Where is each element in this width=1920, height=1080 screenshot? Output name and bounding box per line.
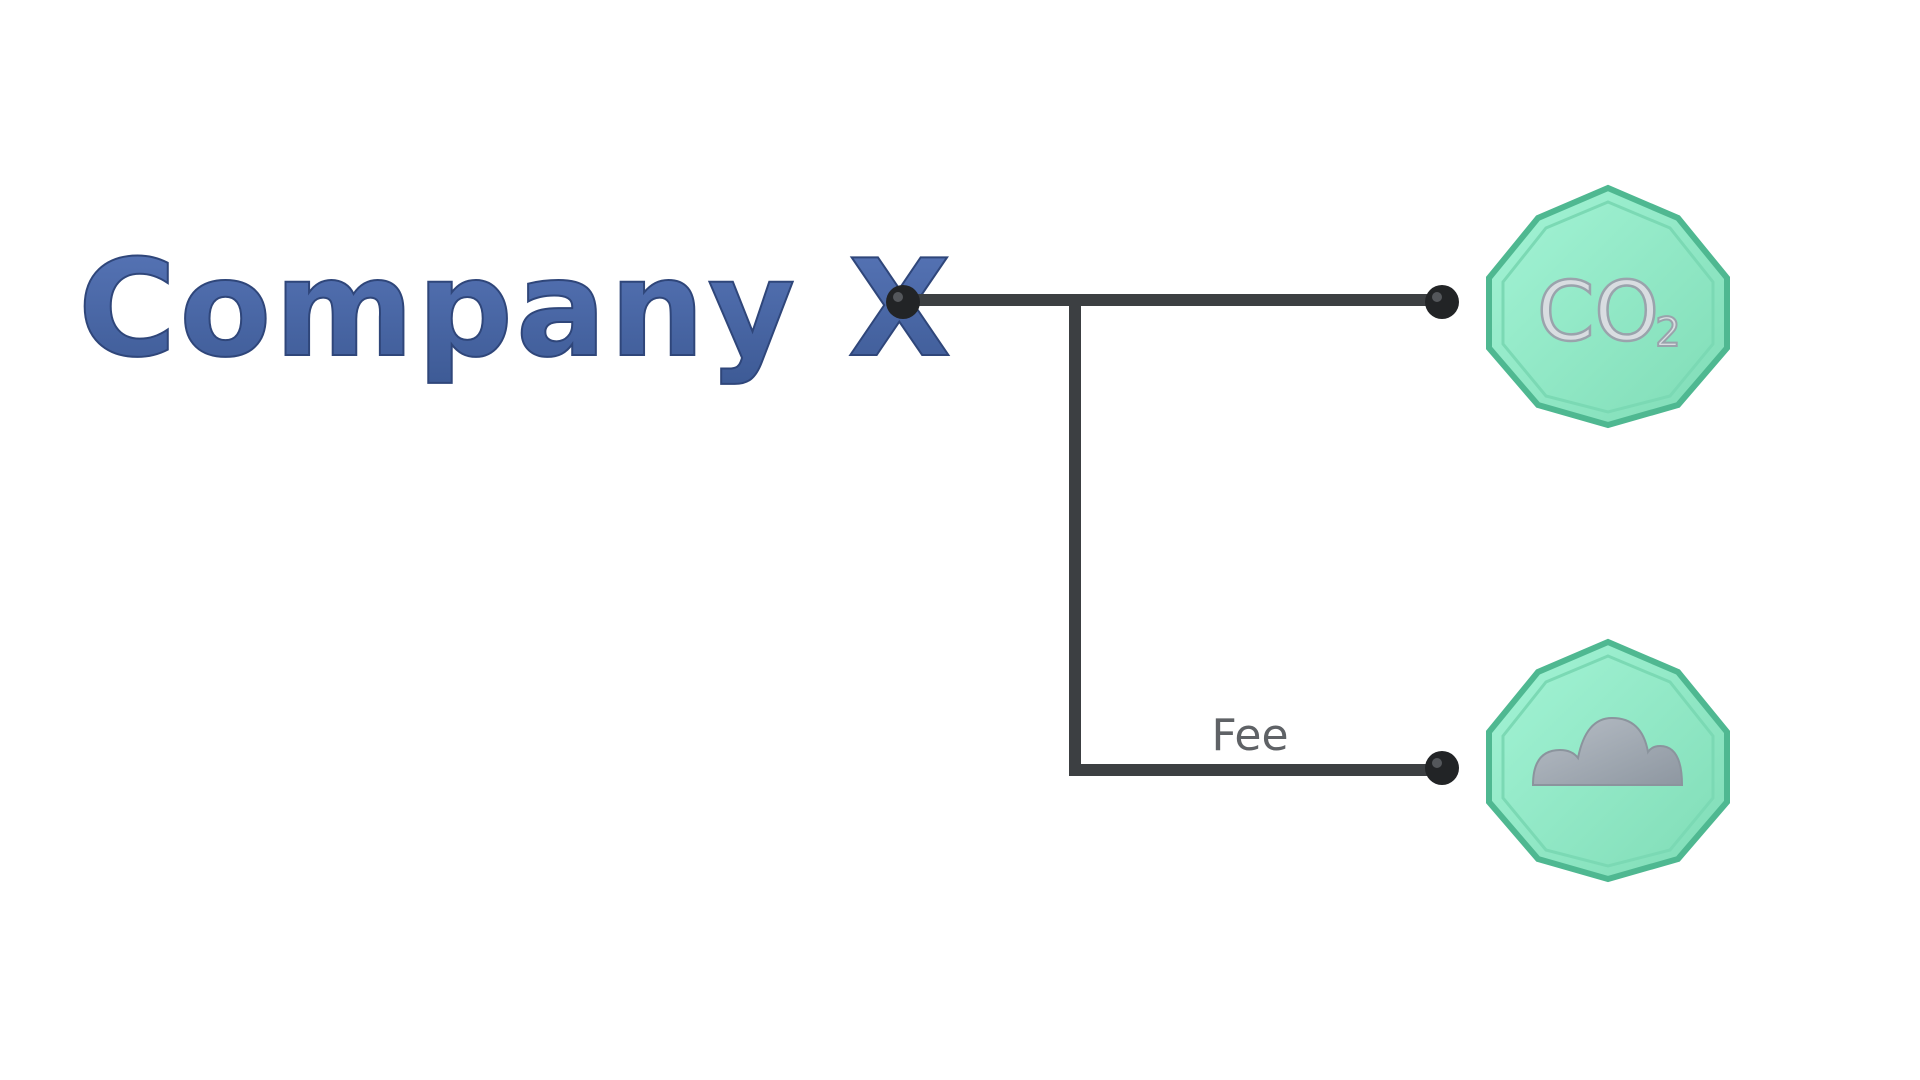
connector-dot-cloud [1425, 751, 1459, 785]
connector-dot-start [886, 285, 920, 319]
company-title: Company X [78, 231, 954, 387]
connector-dot-cloud-highlight [1432, 758, 1442, 768]
fee-label: Fee [1211, 710, 1288, 761]
connector-lines [899, 294, 1446, 776]
co2-node: CO 2 [1486, 184, 1730, 429]
cloud-octagon-inner-edge [1501, 654, 1715, 868]
co2-main-text: CO [1537, 265, 1659, 360]
co2-subscript-text: 2 [1655, 310, 1680, 356]
connector-dot-start-highlight [893, 292, 903, 302]
co2-octagon [1486, 184, 1730, 429]
cloud-icon [1531, 716, 1684, 786]
connector-dots [886, 285, 1459, 785]
cloud-node [1486, 638, 1730, 883]
co2-icon: CO 2 [1536, 264, 1682, 362]
connector-dot-co2-highlight [1432, 292, 1442, 302]
connector-dot-co2 [1425, 285, 1459, 319]
co2-octagon-inner-edge [1501, 200, 1715, 414]
